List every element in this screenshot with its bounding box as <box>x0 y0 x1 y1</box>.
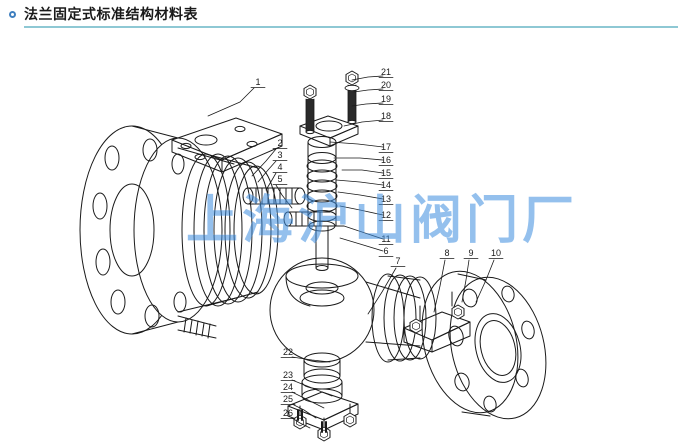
callout-number-15: 15 <box>381 168 391 178</box>
callout-leader-line <box>257 160 277 183</box>
callout-number-13: 13 <box>381 194 391 204</box>
callout-number-14: 14 <box>381 180 391 190</box>
callout-number-3: 3 <box>277 150 282 160</box>
callout-number-8: 8 <box>444 248 449 258</box>
callout-number-6: 6 <box>383 246 388 256</box>
callout-leader-line <box>461 259 470 303</box>
callout-leader-line <box>475 259 495 303</box>
callout-number-2: 2 <box>277 138 282 148</box>
callout-leader-line <box>351 75 384 81</box>
callout-leader-line <box>265 172 277 191</box>
circle-bullet-icon <box>9 11 16 18</box>
right-body-seats <box>365 273 437 363</box>
page-header: 法兰固定式标准结构材料表 <box>0 0 690 30</box>
page-title: 法兰固定式标准结构材料表 <box>24 7 198 23</box>
callout-number-24: 24 <box>283 382 293 392</box>
callout-leader-line <box>433 259 446 313</box>
callout-number-9: 9 <box>468 248 473 258</box>
callout-number-22: 22 <box>283 347 293 357</box>
valve-body-sphere <box>269 257 375 384</box>
right-flange <box>421 270 547 420</box>
callout-leader-line <box>333 157 384 161</box>
callout-number-1: 1 <box>255 77 260 87</box>
callout-leader-line <box>291 356 331 363</box>
header-divider <box>24 26 678 28</box>
callout-number-21: 21 <box>381 67 391 77</box>
callout-number-10: 10 <box>491 248 501 258</box>
stem-upper-plate-bolts <box>299 70 360 147</box>
side-threaded-fittings <box>177 187 331 339</box>
callout-number-16: 16 <box>381 155 391 165</box>
callout-number-18: 18 <box>381 111 391 121</box>
callout-leader-line <box>291 403 317 419</box>
callout-leader-line <box>335 179 384 186</box>
callout-number-5: 5 <box>277 174 282 184</box>
callout-number-23: 23 <box>283 370 293 380</box>
stem-column <box>299 136 345 271</box>
callout-leader-line <box>343 119 384 127</box>
callout-number-26: 26 <box>283 408 293 418</box>
left-body-seat-stack <box>177 147 279 313</box>
callout-number-11: 11 <box>381 234 390 244</box>
callout-leader-line <box>329 141 384 148</box>
callout-leader-line <box>339 237 384 252</box>
callout-leader-line <box>207 87 255 117</box>
callout-number-25: 25 <box>283 394 293 404</box>
callout-number-4: 4 <box>277 162 282 172</box>
right-bolt-cluster <box>403 291 471 353</box>
callout-leader-line <box>291 391 325 409</box>
callout-leader-line <box>339 205 384 216</box>
callout-leader-line <box>341 169 384 174</box>
left-flange <box>79 125 223 335</box>
callout-leader-line <box>275 184 293 209</box>
callout-leader-line <box>353 88 384 93</box>
callout-number-17: 17 <box>381 142 391 152</box>
top-mounting-pad <box>171 117 283 173</box>
valve-drawing-svg: 1234567891011121314151617181920212223242… <box>79 67 547 442</box>
callout-number-20: 20 <box>381 80 391 90</box>
callout-leader-line <box>337 191 384 200</box>
callout-number-7: 7 <box>395 256 400 266</box>
callout-number-12: 12 <box>381 210 391 220</box>
callout-number-19: 19 <box>381 94 391 104</box>
callout-leader-line <box>343 225 384 240</box>
callout-leader-line <box>291 417 311 429</box>
callout-leader-line <box>251 148 277 177</box>
bottom-cover-flange <box>287 374 359 442</box>
callout-leader-line <box>351 102 384 107</box>
callout-leader-line <box>367 267 397 315</box>
callout-leader-line <box>291 379 333 397</box>
